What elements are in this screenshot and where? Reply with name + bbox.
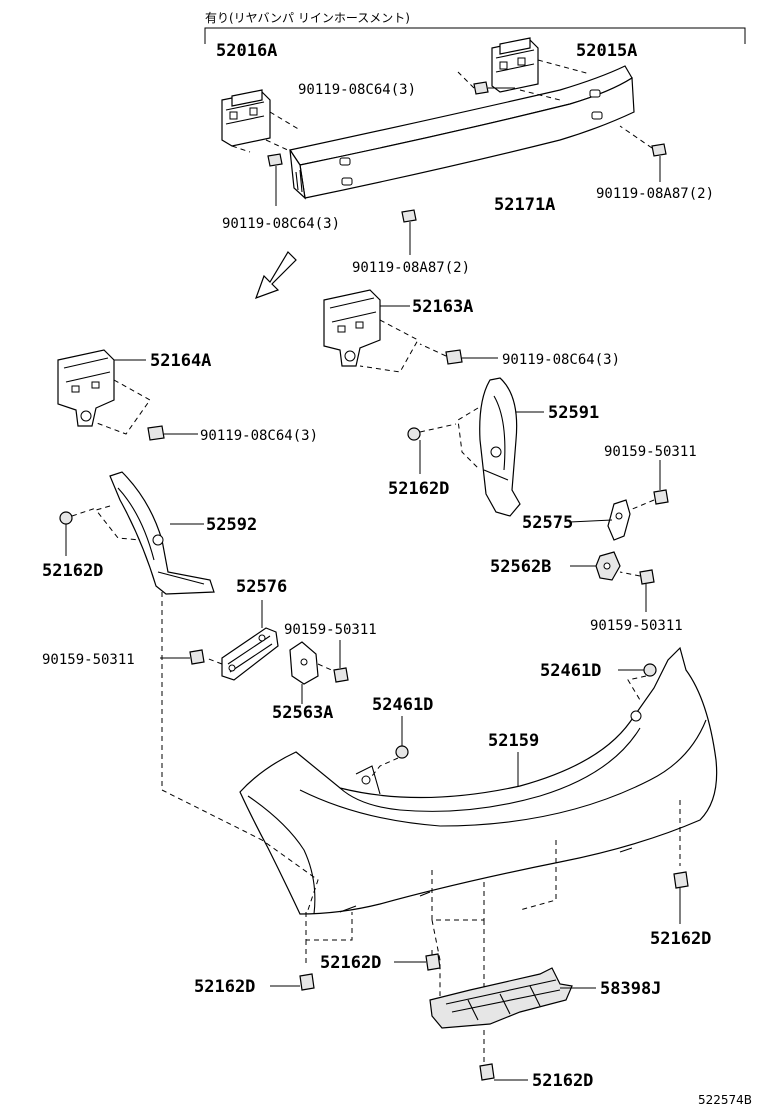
figure-id: 522574B	[698, 1093, 752, 1107]
clip-icon-52162D-d	[394, 953, 441, 971]
clip-icon-52461D-b	[371, 716, 409, 777]
bolt-icon-b2	[267, 153, 283, 206]
header-bracket: 有り(リヤバンパ リインホースメント)	[204, 11, 746, 44]
label-bolt-b3[interactable]: 90119-08A87(2)	[352, 260, 470, 276]
retainer-52591[interactable]	[457, 377, 544, 517]
direction-arrow-icon	[254, 251, 297, 300]
bracket-52576[interactable]	[205, 600, 279, 681]
label-52461D-a[interactable]: 52461D	[540, 661, 601, 681]
label-52162D-b[interactable]: 52162D	[42, 561, 103, 581]
bracket-52163A[interactable]	[323, 289, 419, 373]
bracket-52563A[interactable]	[289, 641, 337, 704]
bolt-icon-b9	[160, 649, 205, 665]
label-bolt-b9[interactable]: 90159-50311	[42, 652, 135, 668]
bolt-icon-b1	[457, 71, 515, 95]
label-bolt-b10[interactable]: 90159-50311	[284, 622, 377, 638]
bolt-icon-b3	[401, 209, 417, 255]
label-52563A[interactable]: 52563A	[272, 703, 333, 723]
label-bolt-b7[interactable]: 90159-50311	[604, 444, 697, 460]
label-52015A[interactable]: 52015A	[576, 41, 637, 61]
bumper-cover-52159[interactable]	[239, 646, 718, 915]
label-bolt-b6[interactable]: 90119-08C64(3)	[200, 428, 318, 444]
bracket-52164A[interactable]	[57, 349, 151, 435]
label-52461D-b[interactable]: 52461D	[372, 695, 433, 715]
label-52575[interactable]: 52575	[522, 513, 573, 533]
clip-icon-52461D-a	[618, 663, 657, 701]
clip-icon-52162D-b	[59, 507, 97, 556]
bracket-52015A[interactable]	[491, 37, 591, 101]
label-52562B[interactable]: 52562B	[490, 557, 551, 577]
clip-icon-52162D-e	[270, 973, 315, 991]
bolt-icon-b8	[619, 569, 655, 612]
label-52162D-a[interactable]: 52162D	[388, 479, 449, 499]
label-52592[interactable]: 52592	[206, 515, 257, 535]
bolt-icon-b10	[333, 640, 349, 683]
reinforcement-beam-52171A[interactable]	[289, 65, 635, 200]
clip-icon-52162D-f	[479, 1063, 528, 1081]
label-52171A[interactable]: 52171A	[494, 195, 555, 215]
bolt-icon-b5	[419, 343, 498, 365]
label-52016A[interactable]: 52016A	[216, 41, 277, 61]
clip-icon-52162D-a	[407, 423, 457, 474]
label-bolt-b2[interactable]: 90119-08C64(3)	[222, 216, 340, 232]
label-52163A[interactable]: 52163A	[412, 297, 473, 317]
label-52591[interactable]: 52591	[548, 403, 599, 423]
label-52162D-d[interactable]: 52162D	[320, 953, 381, 973]
bracket-52562B[interactable]	[570, 551, 621, 581]
label-bolt-b5[interactable]: 90119-08C64(3)	[502, 352, 620, 368]
label-bolt-b1[interactable]: 90119-08C64(3)	[298, 82, 416, 98]
under-cover-58398J[interactable]	[429, 967, 596, 1029]
label-58398J[interactable]: 58398J	[600, 979, 661, 999]
bolt-icon-b7	[629, 460, 669, 511]
label-52162D-f[interactable]: 52162D	[532, 1071, 593, 1091]
label-bolt-b8[interactable]: 90159-50311	[590, 618, 683, 634]
label-52164A[interactable]: 52164A	[150, 351, 211, 371]
bolt-labels: 90119-08C64(3) 90119-08C64(3) 90119-08A8…	[42, 82, 714, 668]
bolt-icon-b4	[619, 125, 667, 182]
bracket-52016A[interactable]	[221, 89, 301, 153]
retainer-52592[interactable]	[95, 471, 215, 595]
label-52576[interactable]: 52576	[236, 577, 287, 597]
label-52159[interactable]: 52159	[488, 731, 539, 751]
header-note: 有り(リヤバンパ リインホースメント)	[205, 11, 410, 25]
clip-icon-52162D-c	[673, 871, 689, 924]
label-bolt-b4[interactable]: 90119-08A87(2)	[596, 186, 714, 202]
label-52162D-c[interactable]: 52162D	[650, 929, 711, 949]
assembly-guide-lines	[161, 592, 681, 1064]
bolt-icon-b6	[147, 425, 198, 441]
part-labels: 52016A 52015A 52171A 52163A 52164A 52591…	[42, 41, 711, 1091]
bracket-52575[interactable]	[569, 499, 631, 541]
label-52162D-e[interactable]: 52162D	[194, 977, 255, 997]
